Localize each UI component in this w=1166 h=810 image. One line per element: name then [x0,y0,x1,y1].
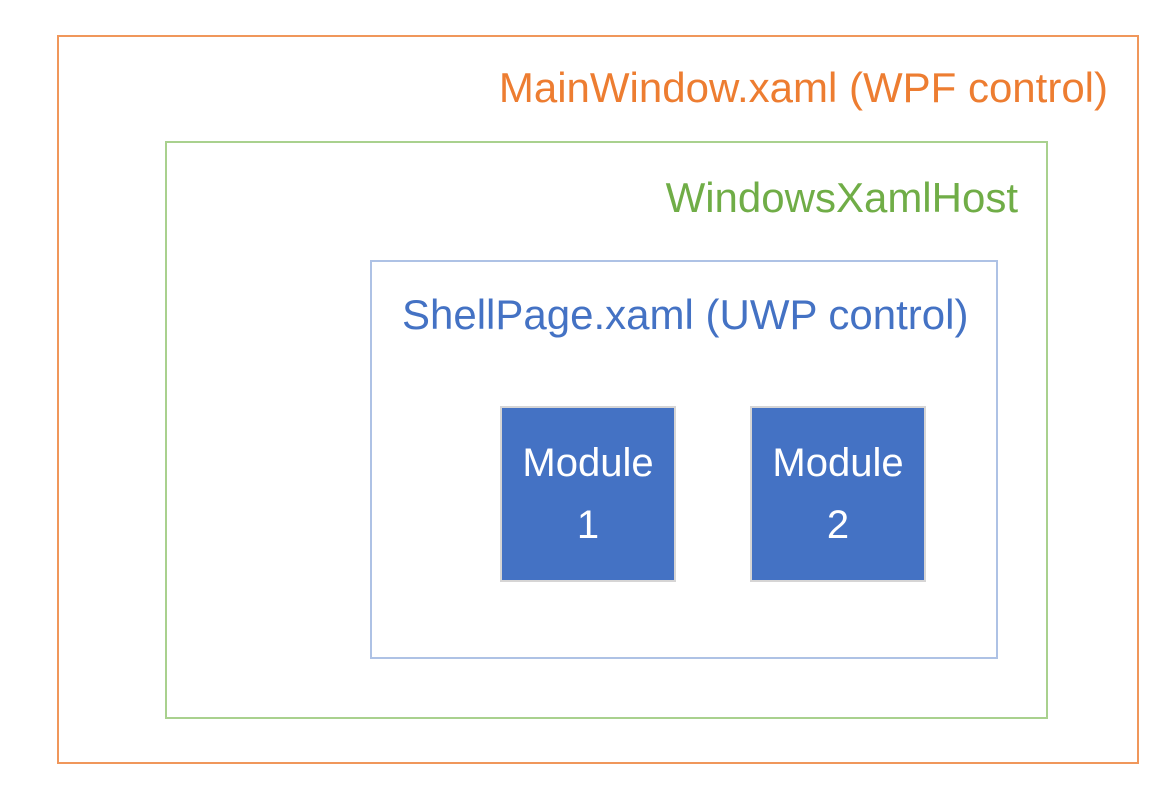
module-1-label-line1: Module [522,441,654,485]
module-1-label-line2: 1 [576,503,600,547]
shellpage-label: ShellPage.xaml (UWP control) [402,291,969,338]
module-2-label-line1: Module [772,441,904,485]
module-2-label-line2: 2 [826,503,850,547]
windowsxamlhost-label: WindowsXamlHost [665,174,1018,221]
module-2-box: Module 2 [750,406,926,582]
mainwindow-wpf-box: MainWindow.xaml (WPF control) WindowsXam… [57,35,1139,764]
mainwindow-label: MainWindow.xaml (WPF control) [498,64,1108,111]
module-1-box: Module 1 [500,406,676,582]
windowsxamlhost-box: WindowsXamlHost ShellPage.xaml (UWP cont… [165,141,1048,719]
shellpage-uwp-box: ShellPage.xaml (UWP control) Module 1 Mo… [370,260,998,659]
